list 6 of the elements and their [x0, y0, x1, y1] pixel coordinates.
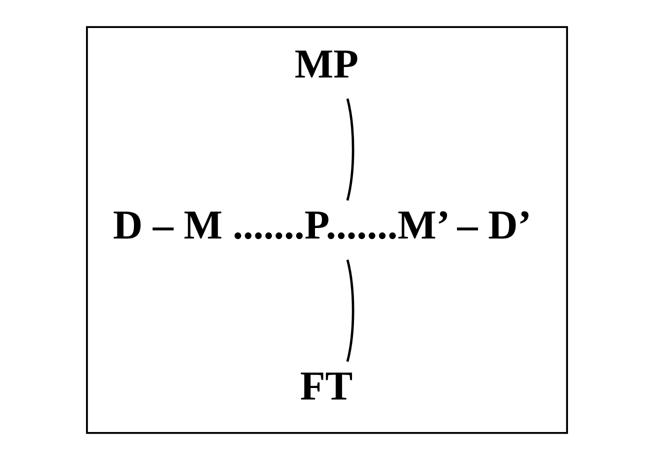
connector	[346, 260, 354, 362]
connector	[346, 98, 354, 201]
node-text: FT	[300, 362, 352, 408]
cluster	[86, 26, 568, 434]
node-text: D – M .......P.......M’ – D’	[112, 201, 531, 248]
node-text: MP	[294, 40, 358, 86]
